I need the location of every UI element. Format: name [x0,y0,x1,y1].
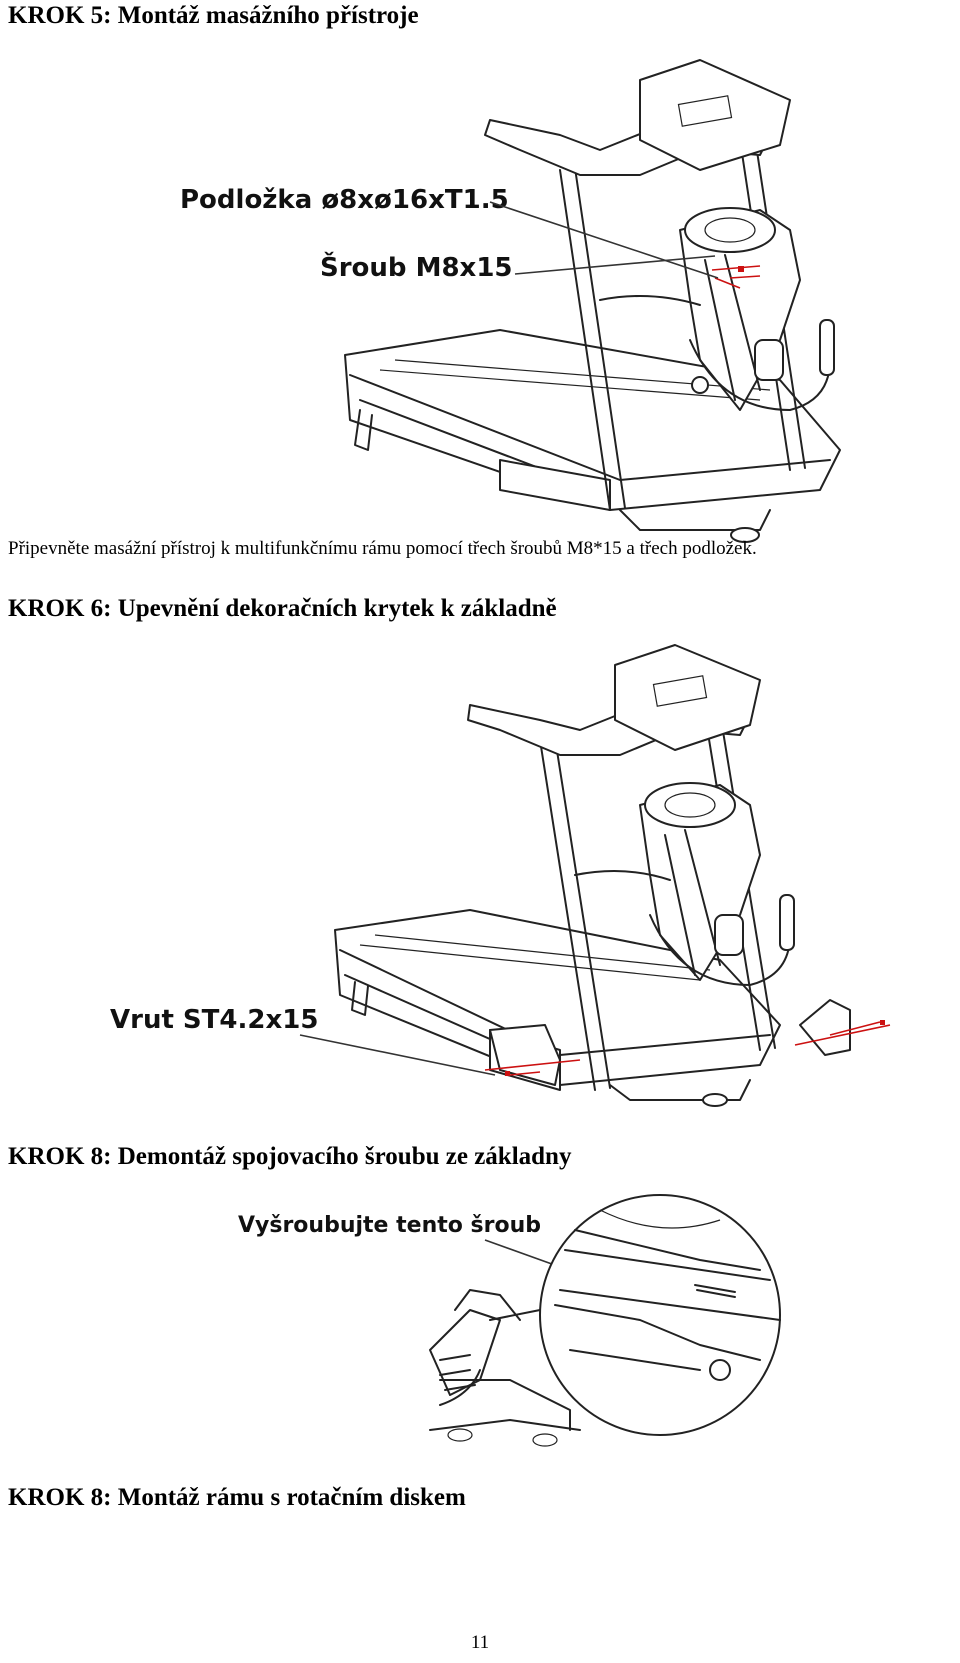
step8b-heading: KROK 8: Montáž rámu s rotačním diskem [8,1484,466,1511]
washer-callout: Podložka ø8xø16xT1.5 [180,185,509,215]
bolt-callout: Šroub M8x15 [320,251,513,283]
step5-treadmill-figure: Podložka ø8xø16xT1.5 Šroub M8x15 [180,59,841,543]
step8a-figure: Vyšroubujte tento šroub [238,1194,781,1447]
page-number: 11 [470,1632,490,1653]
unscrew-callout: Vyšroubujte tento šroub [238,1213,541,1238]
screw-callout: Vrut ST4.2x15 [110,1005,318,1035]
step5-instruction: Připevněte masážní přístroj k multifunkč… [8,538,757,559]
step6-heading: KROK 6: Upevnění dekoračních krytek k zá… [8,595,557,622]
step8a-heading: KROK 8: Demontáž spojovacího šroubu ze z… [8,1143,572,1170]
step6-treadmill-figure: Vrut ST4.2x15 [110,644,891,1107]
step5-heading: KROK 5: Montáž masážního přístroje [8,2,419,29]
